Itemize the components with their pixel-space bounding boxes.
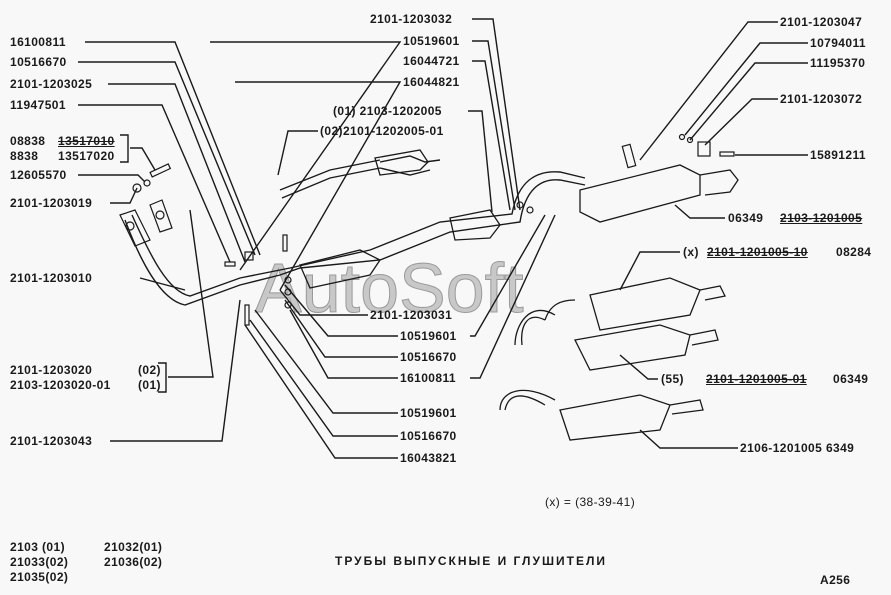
part-label: 10519601 bbox=[403, 34, 460, 48]
model-code: 2103 (01) bbox=[10, 540, 65, 554]
part-label: 11195370 bbox=[810, 56, 866, 70]
part-label: 06349 bbox=[728, 211, 764, 225]
part-label: 16100811 bbox=[400, 371, 456, 385]
variant-code: (x) bbox=[683, 245, 699, 259]
part-label: 2103-1201005 bbox=[780, 211, 863, 225]
model-code: 21033(02) bbox=[10, 555, 69, 569]
exhaust-pipes bbox=[124, 155, 586, 306]
part-label: (01) 2103-1202005 bbox=[333, 104, 442, 118]
part-label: 2101-1201005-01 bbox=[706, 372, 807, 386]
part-label: 16043821 bbox=[400, 451, 457, 465]
part-label: 12605570 bbox=[10, 168, 67, 182]
part-label: 2101-1203032 bbox=[370, 12, 453, 26]
part-label: 2101-1203019 bbox=[10, 196, 93, 210]
part-label: 06349 bbox=[833, 372, 869, 386]
part-label: (02)2101-1202005-01 bbox=[320, 124, 444, 138]
model-code: 21036(02) bbox=[104, 555, 163, 569]
footnote: (x) = (38-39-41) bbox=[545, 495, 636, 509]
model-code: 21035(02) bbox=[10, 570, 69, 584]
part-label: 2106-1201005 6349 bbox=[740, 441, 855, 455]
part-label: 2101-1203072 bbox=[780, 92, 863, 106]
part-label: 2101-1203031 bbox=[370, 308, 453, 322]
part-label: 2101-1203043 bbox=[10, 434, 93, 448]
part-label: 2101-1203025 bbox=[10, 77, 93, 91]
part-label: 2103-1203020-01 bbox=[10, 378, 111, 392]
catalytic-and-resonator bbox=[299, 149, 501, 289]
gaskets bbox=[119, 199, 173, 247]
small-hardware bbox=[132, 133, 735, 326]
mufflers bbox=[499, 164, 739, 441]
model-code: 21032(01) bbox=[104, 540, 163, 554]
variant-code: (55) bbox=[661, 372, 684, 386]
part-label: 2101-1203020 bbox=[10, 363, 93, 377]
part-label: 10519601 bbox=[400, 329, 457, 343]
part-label: 8838 bbox=[10, 149, 39, 163]
part-label: 10516670 bbox=[10, 55, 67, 69]
part-label: 2101-1203010 bbox=[10, 271, 93, 285]
page-code: A256 bbox=[820, 573, 851, 587]
part-label: 2101-1201005-10 bbox=[707, 245, 808, 259]
part-label: 08838 bbox=[10, 134, 46, 148]
part-label: 16100811 bbox=[10, 35, 66, 49]
part-label: 13517020 bbox=[58, 149, 115, 163]
part-label: 16044821 bbox=[403, 75, 460, 89]
part-label: 16044721 bbox=[403, 54, 460, 68]
part-label: 08284 bbox=[836, 245, 872, 259]
part-label: 10516670 bbox=[400, 350, 457, 364]
part-label: 13517010 bbox=[58, 134, 115, 148]
part-label: 11947501 bbox=[10, 98, 66, 112]
part-label: 10516670 bbox=[400, 429, 457, 443]
brackets bbox=[120, 134, 167, 393]
variant-code: (01) bbox=[138, 378, 161, 392]
part-label: 10794011 bbox=[810, 36, 866, 50]
part-label: 15891211 bbox=[810, 148, 866, 162]
variant-code: (02) bbox=[138, 363, 161, 377]
page-title: ТРУБЫ ВЫПУСКНЫЕ И ГЛУШИТЕЛИ bbox=[335, 554, 608, 568]
part-label: 10519601 bbox=[400, 406, 457, 420]
part-label: 2101-1203047 bbox=[780, 15, 863, 29]
